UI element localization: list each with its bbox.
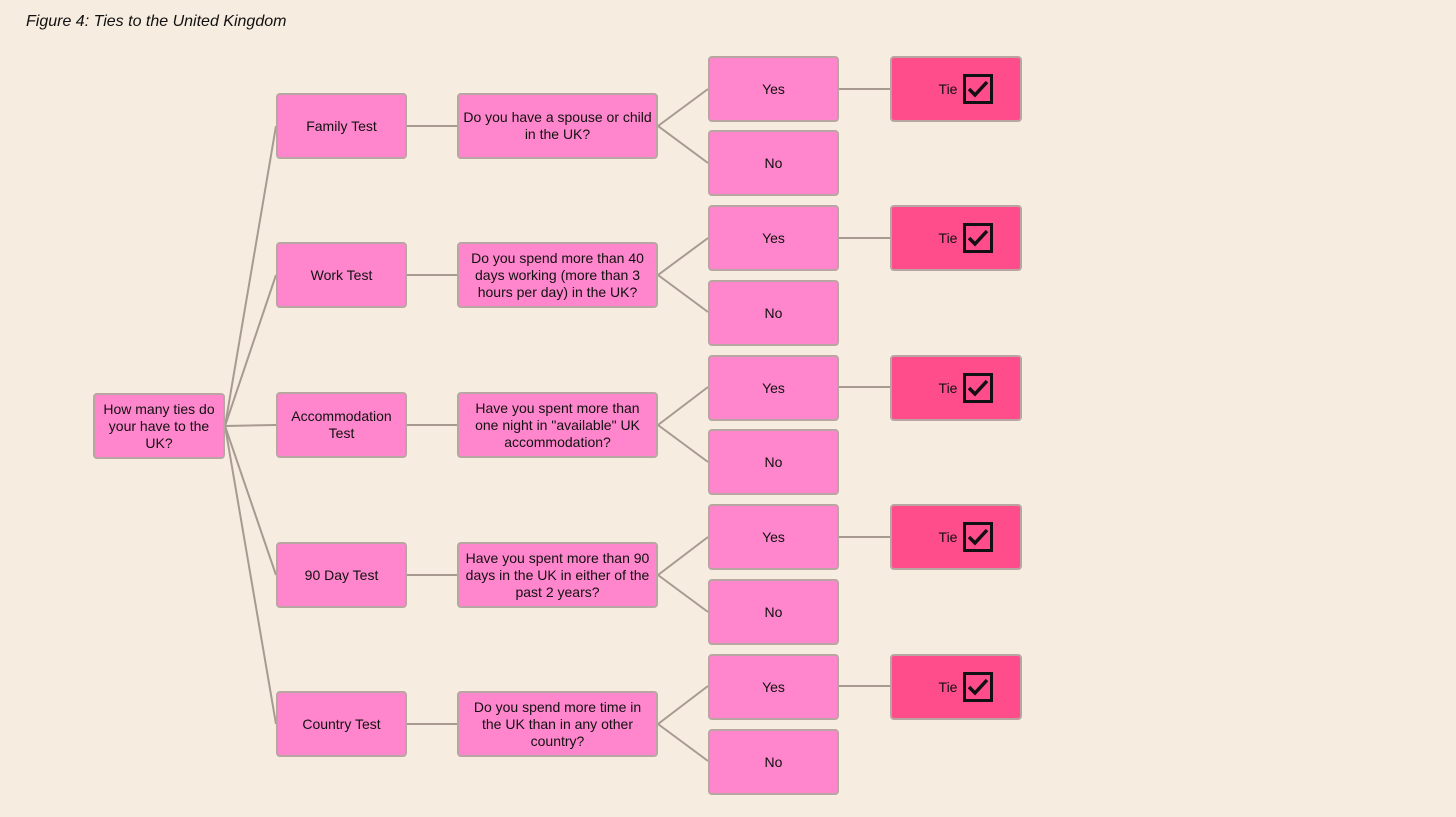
question-node-work: Do you spend more than 40 days working (… bbox=[457, 242, 658, 308]
connector-root-work bbox=[224, 274, 277, 427]
question-node-90-day: Have you spent more than 90 days in the … bbox=[457, 542, 658, 608]
test-label: Work Test bbox=[310, 266, 373, 283]
root-node: How many ties do your have to the UK? bbox=[93, 393, 225, 459]
test-label: 90 Day Test bbox=[304, 566, 379, 583]
no-label: No bbox=[764, 603, 783, 620]
question-label: Have you spent more than 90 days in the … bbox=[465, 549, 650, 600]
question-node-country: Do you spend more time in the UK than in… bbox=[457, 691, 658, 757]
no-label: No bbox=[764, 154, 783, 171]
tie-label: Tie bbox=[938, 379, 958, 396]
test-node-accommodation: Accommodation Test bbox=[276, 392, 407, 458]
test-node-90-day: 90 Day Test bbox=[276, 542, 407, 608]
no-node-family: No bbox=[708, 130, 839, 196]
test-label: Accommodation Test bbox=[291, 408, 392, 441]
yes-label: Yes bbox=[762, 80, 785, 97]
question-label: Have you spent more than one night in "a… bbox=[475, 399, 640, 450]
yes-label: Yes bbox=[762, 678, 785, 695]
test-label: Country Test bbox=[302, 715, 381, 732]
no-node-country: No bbox=[708, 729, 839, 795]
tie-node-country: Tie bbox=[890, 654, 1022, 720]
question-label: Do you spend more than 40 days working (… bbox=[471, 249, 644, 300]
yes-node-country: Yes bbox=[708, 654, 839, 720]
checkbox-checked-icon bbox=[963, 522, 994, 552]
no-label: No bbox=[764, 453, 783, 470]
test-node-country: Country Test bbox=[276, 691, 407, 757]
tie-label: Tie bbox=[938, 229, 958, 246]
tie-node-family: Tie bbox=[890, 56, 1022, 122]
figure-caption: Figure 4: Ties to the United Kingdom bbox=[26, 13, 287, 30]
question-label: Do you have a spouse or child in the UK? bbox=[463, 109, 652, 142]
yes-label: Yes bbox=[762, 379, 785, 396]
question-label: Do you spend more time in the UK than in… bbox=[473, 698, 642, 749]
tie-node-90-day: Tie bbox=[890, 504, 1022, 570]
root-label: How many ties do your have to the UK? bbox=[103, 400, 215, 451]
no-node-work: No bbox=[708, 280, 839, 346]
connector-root-90day bbox=[224, 425, 277, 576]
connector-root-country bbox=[224, 425, 277, 725]
no-label: No bbox=[764, 304, 783, 321]
yes-label: Yes bbox=[762, 528, 785, 545]
question-node-family: Do you have a spouse or child in the UK? bbox=[457, 93, 658, 159]
checkbox-checked-icon bbox=[963, 373, 994, 403]
yes-node-family: Yes bbox=[708, 56, 839, 122]
no-node-90-day: No bbox=[708, 579, 839, 645]
tie-label: Tie bbox=[938, 528, 958, 545]
tie-label: Tie bbox=[938, 80, 958, 97]
connector-root-family bbox=[224, 125, 277, 427]
tie-label: Tie bbox=[938, 678, 958, 695]
tie-node-work: Tie bbox=[890, 205, 1022, 271]
test-label: Family Test bbox=[306, 117, 377, 134]
yes-node-accommodation: Yes bbox=[708, 355, 839, 421]
checkbox-checked-icon bbox=[963, 672, 994, 702]
yes-node-90-day: Yes bbox=[708, 504, 839, 570]
connector-root-accommodation bbox=[224, 424, 277, 427]
test-node-family: Family Test bbox=[276, 93, 407, 159]
yes-node-work: Yes bbox=[708, 205, 839, 271]
question-node-accommodation: Have you spent more than one night in "a… bbox=[457, 392, 658, 458]
checkbox-checked-icon bbox=[963, 223, 994, 253]
tie-node-accommodation: Tie bbox=[890, 355, 1022, 421]
test-node-work: Work Test bbox=[276, 242, 407, 308]
yes-label: Yes bbox=[762, 229, 785, 246]
checkbox-checked-icon bbox=[963, 74, 994, 104]
no-label: No bbox=[764, 753, 783, 770]
no-node-accommodation: No bbox=[708, 429, 839, 495]
